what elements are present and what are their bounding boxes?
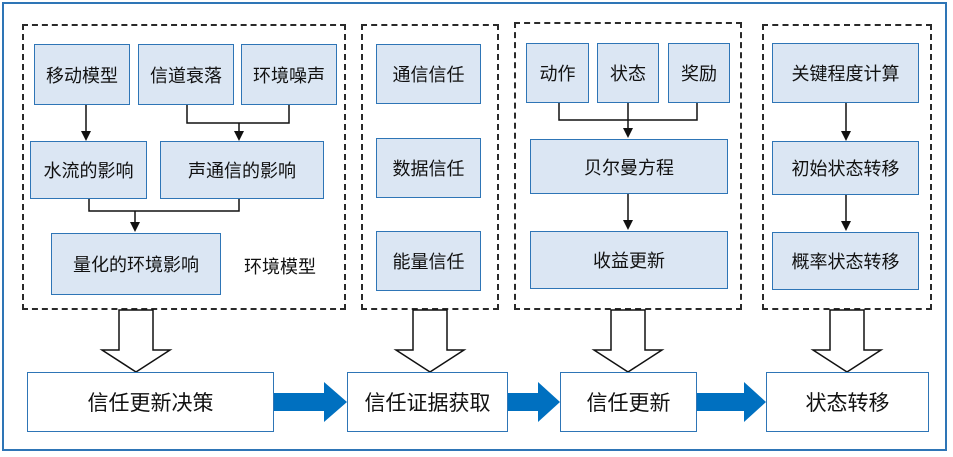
probabilistic-state-transition-box: 概率状态转移 — [772, 232, 919, 290]
state-box: 状态 — [597, 43, 659, 103]
action-box: 动作 — [526, 43, 589, 103]
channel-fading-box: 信道衰落 — [138, 44, 234, 105]
trust-update-group — [514, 22, 742, 310]
down-arrow-evidence — [393, 309, 467, 373]
flow-arrow-3 — [697, 382, 766, 422]
initial-state-transition-box: 初始状态转移 — [772, 141, 919, 195]
environment-model-caption: 环境模型 — [244, 257, 316, 278]
mobility-model-box: 移动模型 — [34, 44, 130, 105]
criticality-calculation-box: 关键程度计算 — [772, 43, 919, 103]
reward-update-box: 收益更新 — [530, 231, 728, 289]
environment-noise-box: 环境噪声 — [241, 44, 337, 105]
state-transition-stage: 状态转移 — [766, 372, 929, 432]
down-arrow-update — [591, 309, 665, 373]
trust-evidence-acquisition-stage: 信任证据获取 — [347, 372, 508, 432]
environment-model-group — [22, 24, 346, 310]
outer-frame — [2, 2, 947, 451]
water-current-effect-box: 水流的影响 — [30, 141, 147, 199]
quantified-environment-effect-box: 量化的环境影响 — [51, 233, 221, 295]
down-arrow-transition — [810, 309, 884, 373]
data-trust-box: 数据信任 — [376, 138, 481, 198]
reward-box: 奖励 — [668, 43, 730, 103]
energy-trust-box: 能量信任 — [376, 231, 481, 291]
down-arrow-environment — [99, 309, 173, 373]
bellman-equation-box: 贝尔曼方程 — [530, 139, 728, 194]
connector-effects — [88, 199, 240, 212]
trust-update-stage: 信任更新 — [560, 372, 697, 432]
communication-trust-box: 通信信任 — [376, 44, 481, 104]
trust-update-decision-stage: 信任更新决策 — [27, 372, 274, 432]
connector-fading-noise — [186, 105, 290, 124]
state-transition-group — [762, 24, 932, 310]
trust-evidence-group — [361, 24, 499, 310]
flow-arrow-1 — [274, 382, 347, 422]
flow-arrow-2 — [508, 382, 560, 422]
acoustic-communication-effect-box: 声通信的影响 — [160, 141, 324, 199]
